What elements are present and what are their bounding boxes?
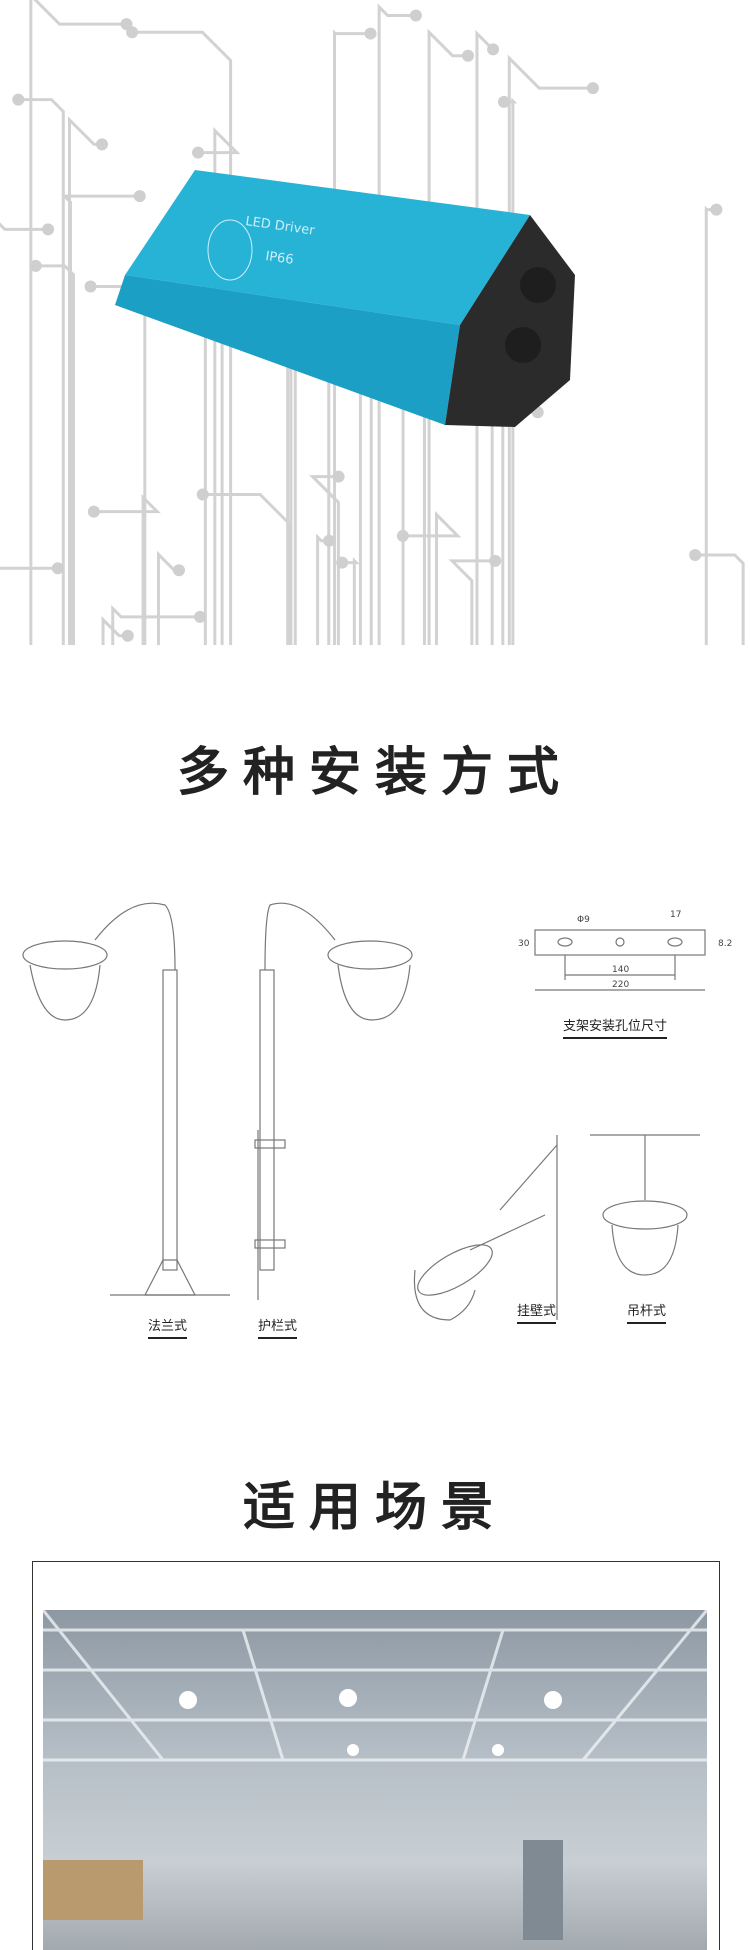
- mount-label-guardrail: 护栏式: [258, 1315, 298, 1339]
- circuit-node: [586, 82, 599, 95]
- circuit-trace: [29, 0, 127, 645]
- circuit-trace: [308, 475, 340, 645]
- circuit-node: [487, 43, 500, 56]
- circuit-node: [332, 470, 345, 483]
- dim-slot: 17: [670, 910, 681, 920]
- circuit-trace: [490, 400, 538, 645]
- circuit-trace: [132, 30, 233, 645]
- circuit-trace: [704, 205, 717, 645]
- circuit-node: [364, 27, 377, 40]
- circuit-node: [710, 203, 723, 216]
- circuit-trace: [18, 98, 65, 645]
- circuit-node: [121, 629, 134, 642]
- led-driver-image: LED Driver IP66: [115, 165, 585, 430]
- circuit-node: [87, 505, 100, 518]
- circuit-node: [29, 259, 42, 272]
- circuit-node: [497, 95, 510, 108]
- circuit-node: [42, 223, 55, 236]
- scene-frame: [32, 1561, 720, 1950]
- circuit-node: [396, 529, 409, 542]
- circuit-node: [336, 556, 349, 569]
- dim-slot-height: 8.2: [718, 939, 732, 949]
- dim-length: 220: [612, 980, 629, 990]
- mount-label-pendant: 吊杆式: [627, 1300, 667, 1324]
- circuit-trace: [342, 557, 360, 645]
- dim-spacing: 140: [612, 965, 629, 975]
- circuit-node: [120, 18, 133, 31]
- circuit-node: [489, 554, 502, 567]
- driver-rating: IP66: [264, 249, 294, 268]
- dim-hole: Φ9: [577, 915, 590, 925]
- circuit-trace: [60, 194, 140, 645]
- circuit-node: [194, 610, 207, 623]
- circuit-node: [409, 9, 422, 22]
- circuit-node: [84, 280, 97, 293]
- bracket-caption: 支架安装孔位尺寸: [563, 1015, 668, 1039]
- scenes-title: 适用场景: [242, 1478, 507, 1538]
- circuit-node: [96, 138, 109, 151]
- circuit-trace: [111, 604, 201, 645]
- installation-drawings: Φ9 17 30 8.2 140 220: [22, 902, 732, 1321]
- circuit-node: [172, 564, 185, 577]
- circuit-node: [133, 190, 146, 203]
- mount-label-wall: 挂壁式: [517, 1300, 557, 1324]
- circuit-node: [192, 146, 205, 159]
- circuit-node: [462, 49, 475, 62]
- circuit-node: [196, 488, 209, 501]
- mount-label-flange: 法兰式: [148, 1315, 188, 1339]
- circuit-trace: [93, 493, 161, 645]
- dim-height: 30: [518, 939, 530, 949]
- circuit-trace: [0, 222, 49, 231]
- circuit-trace: [202, 492, 290, 645]
- installation-title: 多种安装方式: [176, 743, 573, 803]
- circuit-node: [12, 93, 25, 106]
- circuit-trace: [448, 559, 496, 645]
- warehouse-photo: [43, 1610, 707, 1950]
- circuit-node: [689, 548, 702, 561]
- circuit-trace: [0, 566, 58, 570]
- circuit-node: [323, 534, 336, 547]
- circuit-trace: [198, 126, 241, 645]
- circuit-trace: [695, 553, 745, 645]
- circuit-node: [51, 562, 64, 575]
- circuit-trace: [35, 264, 76, 645]
